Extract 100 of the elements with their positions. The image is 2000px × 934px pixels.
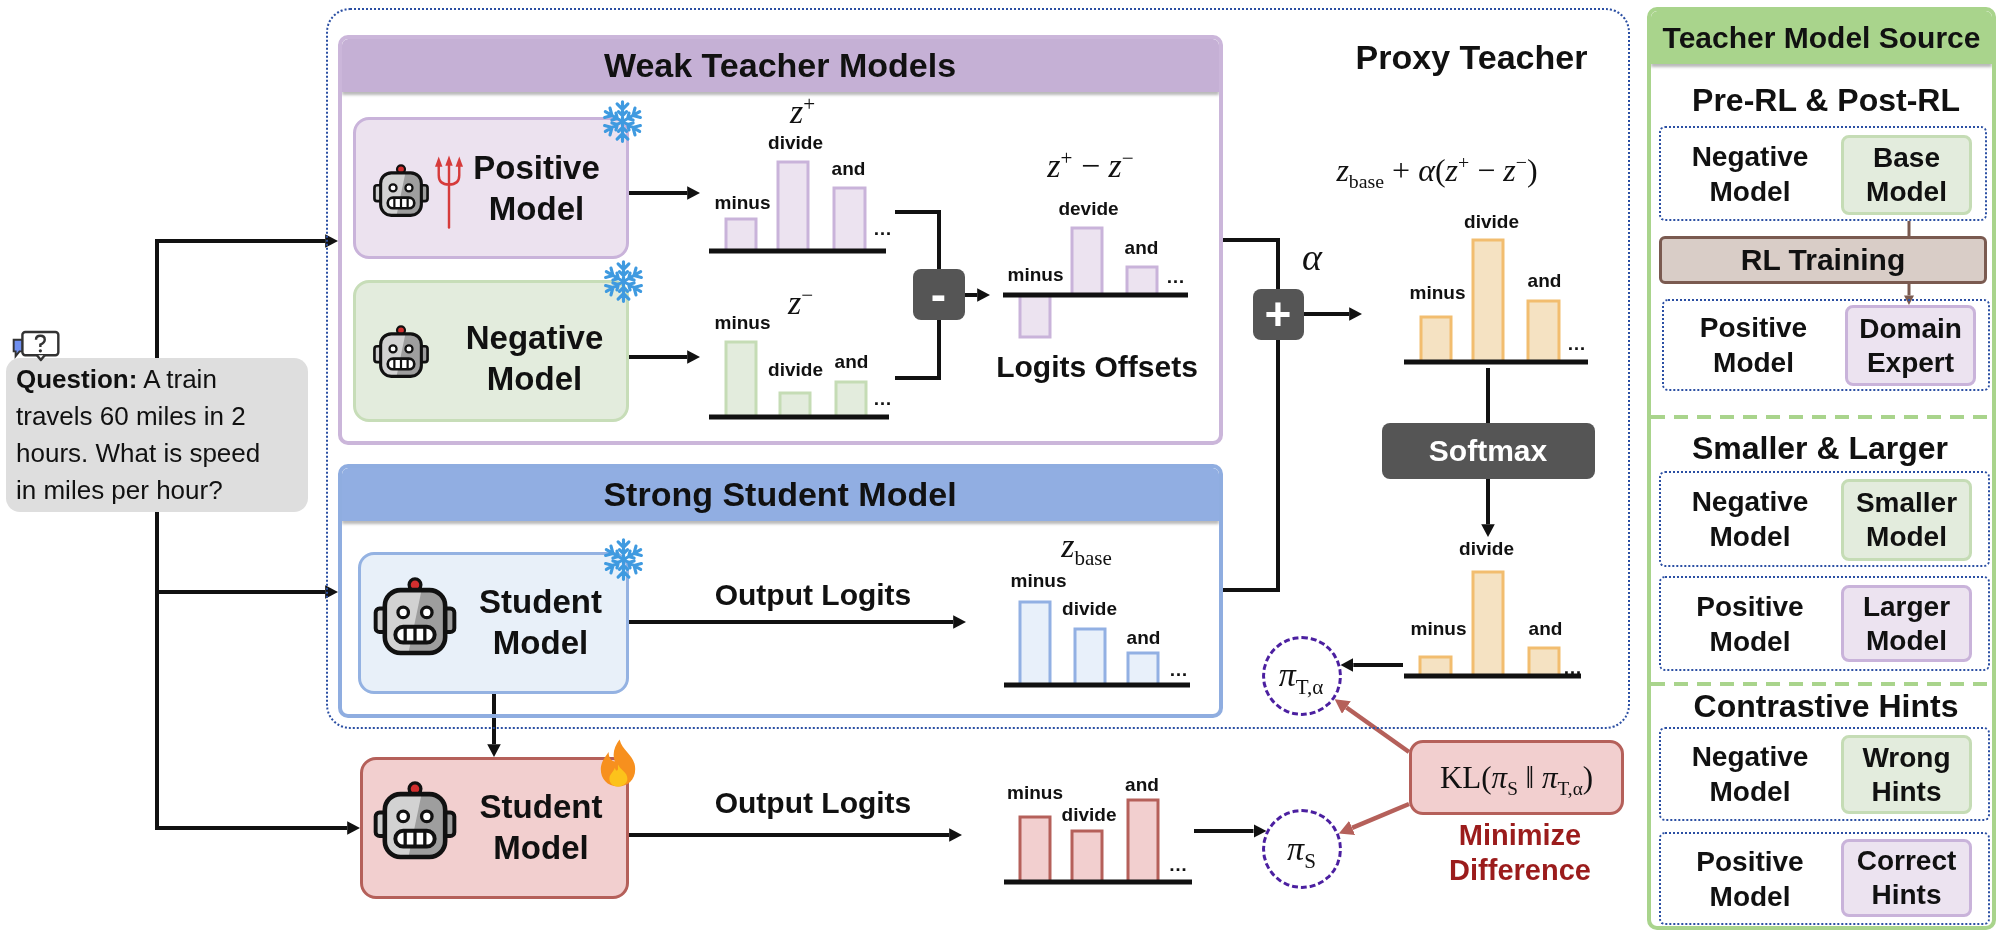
connector-line <box>1486 368 1490 423</box>
model-chip <box>1841 479 1972 561</box>
container-title: Proxy Teacher <box>1355 36 1588 77</box>
model-label: Negative Model <box>465 317 604 399</box>
bar-label: and <box>1527 269 1562 292</box>
math-symbol: π$_{S}$ <box>1287 828 1316 869</box>
operator-block <box>912 268 965 320</box>
edge-label: Output Logits <box>714 577 912 613</box>
arrow <box>965 288 990 302</box>
ellipsis-label: … <box>873 217 892 240</box>
arrow <box>629 350 700 364</box>
arrow <box>629 828 962 842</box>
caption-text: Minimize Difference <box>1449 818 1591 888</box>
arrow <box>1304 307 1362 321</box>
arrow <box>1903 284 1915 305</box>
operator-symbol: - <box>930 271 947 317</box>
ellipsis-label: … <box>1563 656 1582 679</box>
bar-label: minus <box>1409 281 1466 304</box>
loss-box <box>1409 740 1624 815</box>
ellipsis-label: … <box>1567 332 1586 355</box>
arrow <box>1338 801 1410 835</box>
section-heading: Smaller & Larger <box>1691 429 1949 467</box>
formula-label: z$_{base}$ + α(z$^{+}$ − z$^{−}$) <box>1336 151 1538 189</box>
row-label: Positive Model <box>1696 589 1804 659</box>
chip-label: Wrong Hints <box>1862 740 1951 809</box>
bar-label: divide <box>1062 597 1117 620</box>
arrow <box>155 234 338 358</box>
math-label: z$_{base}$ <box>1061 525 1112 566</box>
dotted-container <box>326 8 1630 729</box>
model-label: Student Model <box>479 581 602 663</box>
chip-label: Domain Expert <box>1859 311 1962 380</box>
bar-label: divide <box>1464 210 1519 233</box>
bar-label: and <box>1528 617 1563 640</box>
connector-line <box>895 320 941 380</box>
model-group-panel <box>337 34 1223 445</box>
dotted-row <box>1659 832 1990 925</box>
panel-title: Teacher Model Source <box>1662 19 1981 56</box>
connector-line <box>1907 221 1911 236</box>
ellipsis-label: … <box>1169 658 1188 681</box>
arrow <box>1334 699 1411 754</box>
panel-title: Weak Teacher Models <box>603 45 957 85</box>
bar-label: and <box>834 350 869 373</box>
bar-label: minus <box>714 311 771 334</box>
row-label: Negative Model <box>1691 485 1809 554</box>
block-label: Softmax <box>1428 432 1548 469</box>
arrow <box>1481 479 1495 537</box>
row-label: Positive Model <box>1696 844 1804 914</box>
model-chip <box>1841 735 1972 814</box>
math-label: z$^{−}$ <box>787 282 814 323</box>
caption-text: Logits Offsets <box>996 349 1198 385</box>
connector-line <box>1223 238 1280 289</box>
arrow <box>629 615 966 629</box>
model-chip <box>1841 585 1972 662</box>
ellipsis-label: … <box>1168 854 1188 876</box>
section-heading: Contrastive Hints <box>1693 687 1959 725</box>
connector-line <box>895 210 941 269</box>
bar-label: minus <box>1410 617 1467 640</box>
bar-label: minus <box>1007 782 1063 804</box>
arrow <box>629 186 700 200</box>
operator-block <box>1252 288 1304 340</box>
math-label: z$^{+}$ − z$^{−}$ <box>1047 145 1134 186</box>
panel-title: Strong Student Model <box>603 474 957 514</box>
arrow <box>155 512 360 835</box>
bar-label: minus <box>714 191 771 214</box>
model-label: Positive Model <box>473 147 600 229</box>
row-label: Positive Model <box>1699 311 1808 380</box>
dotted-row <box>1659 576 1990 671</box>
dotted-row <box>1659 471 1990 567</box>
question-box <box>6 358 308 512</box>
edge-label: Output Logits <box>714 785 912 821</box>
section-heading: Pre-RL & Post-RL <box>1692 81 1960 119</box>
bar-label: minus <box>1010 569 1067 592</box>
chip-label: Correct Hints <box>1856 844 1957 912</box>
chip-label: Base Model <box>1866 141 1947 209</box>
arrow <box>1194 824 1267 838</box>
bar-label: and <box>831 157 866 180</box>
training-label: RL Training <box>1740 242 1906 278</box>
chip-label: Larger Model <box>1862 589 1951 658</box>
arrow <box>487 694 501 757</box>
bar-label: divide <box>768 131 823 154</box>
bar-label: divide <box>1459 537 1514 560</box>
dashed-circle <box>1261 635 1342 716</box>
bar-label: divide <box>768 358 823 381</box>
dotted-row <box>1659 727 1990 821</box>
model-chip <box>1841 135 1972 215</box>
bar-label: divide <box>1061 804 1117 826</box>
math-label: z$^{+}$ <box>789 91 816 132</box>
ellipsis-label: … <box>873 387 892 410</box>
model-chip <box>1841 839 1972 917</box>
question-text: Question: A train travels 60 miles in 2 hours. What is speed in miles per hour? <box>16 363 262 507</box>
function-block <box>1381 422 1595 479</box>
bar-label: devide <box>1058 197 1119 220</box>
dotted-row <box>1659 126 1987 221</box>
source-panel <box>1647 7 1996 930</box>
arrow <box>1340 658 1403 672</box>
operator-symbol: + <box>1264 291 1292 337</box>
row-label: Negative Model <box>1691 139 1809 209</box>
chip-label: Smaller Model <box>1855 486 1958 554</box>
dotted-row <box>1662 299 1990 391</box>
loss-formula: KL(π$_{S}$ ‖ π$_{T,α}$) <box>1439 758 1594 797</box>
